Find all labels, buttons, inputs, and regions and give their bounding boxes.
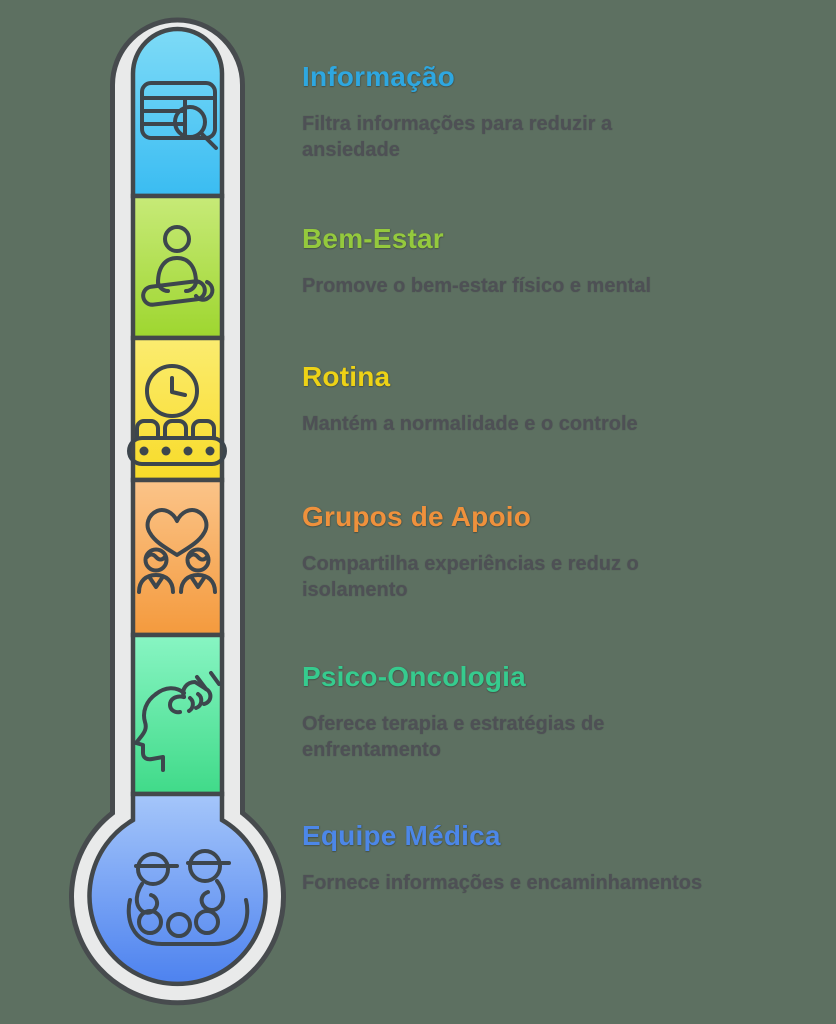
section-description: Fornece informações e encaminhamentos bbox=[302, 872, 703, 894]
medical-team-icon bbox=[126, 849, 250, 946]
segment-informacao bbox=[130, 26, 225, 199]
section-grupos-de-apoio: Grupos de Apoio Compartilha experiências… bbox=[302, 501, 732, 603]
section-equipe-medica: Equipe Médica Fornece informações e enca… bbox=[302, 820, 732, 896]
section-psico-oncologia: Psico-Oncologia Oferece terapia e estrat… bbox=[302, 661, 732, 763]
segment-bem-estar bbox=[130, 193, 225, 341]
section-title: Grupos de Apoio bbox=[302, 501, 532, 532]
heart-people-icon bbox=[137, 508, 217, 594]
meditation-icon bbox=[141, 225, 215, 307]
segment-psico-oncologia bbox=[130, 632, 225, 797]
clock-conveyor-icon bbox=[127, 364, 227, 466]
section-title: Equipe Médica bbox=[302, 820, 501, 851]
segment-equipe-medica-bulb bbox=[87, 791, 268, 987]
section-description: Filtra informações para reduzir a ansied… bbox=[302, 113, 613, 161]
section-title: Psico-Oncologia bbox=[302, 661, 526, 692]
head-hand-icon bbox=[134, 671, 221, 772]
section-bem-estar: Bem-Estar Promove o bem-estar físico e m… bbox=[302, 223, 732, 299]
segment-grupos-de-apoio bbox=[130, 477, 225, 638]
section-title: Informação bbox=[302, 61, 455, 92]
section-title: Rotina bbox=[302, 361, 391, 392]
section-informacao: Informação Filtra informações para reduz… bbox=[302, 61, 732, 163]
section-rotina: Rotina Mantém a normalidade e o controle bbox=[302, 361, 732, 437]
section-description: Compartilha experiências e reduz o isola… bbox=[302, 553, 639, 601]
segment-rotina bbox=[130, 335, 225, 483]
table-search-icon bbox=[140, 81, 218, 150]
section-title: Bem-Estar bbox=[302, 223, 444, 254]
section-description: Oferece terapia e estratégias de enfrent… bbox=[302, 713, 605, 761]
section-description: Promove o bem-estar físico e mental bbox=[302, 275, 652, 297]
thermometer-tube bbox=[69, 17, 286, 1006]
section-description: Mantém a normalidade e o controle bbox=[302, 413, 638, 435]
